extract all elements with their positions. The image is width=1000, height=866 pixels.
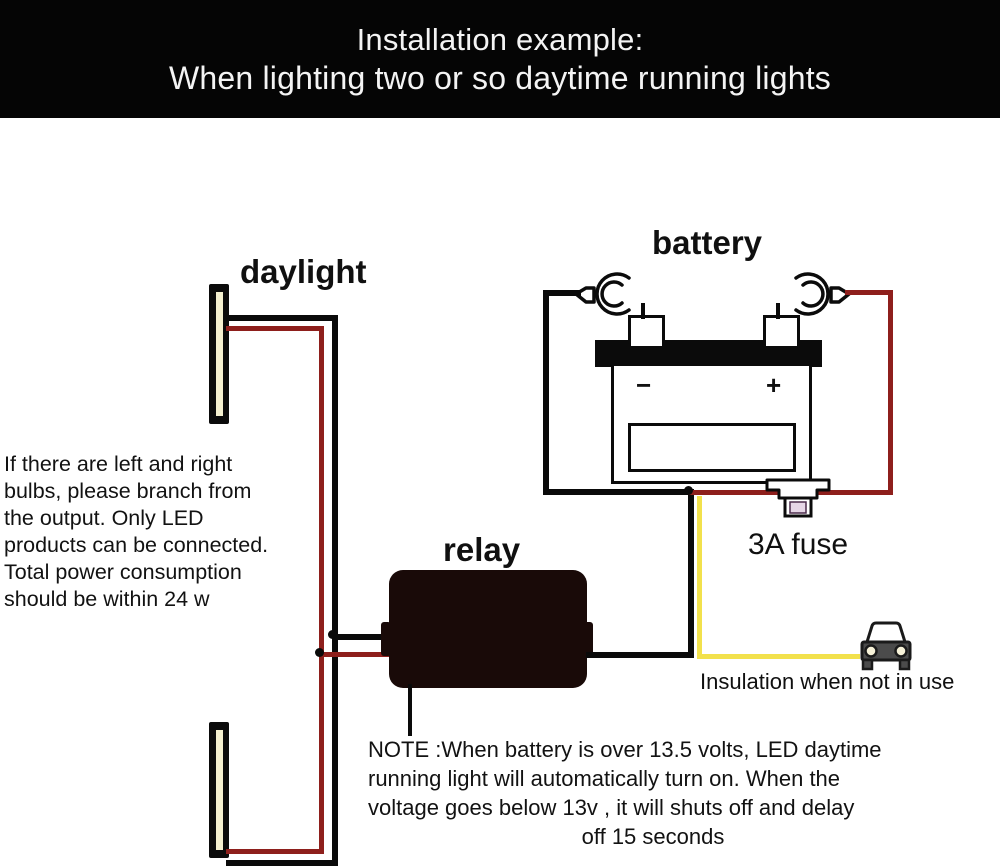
relay-module[interactable] <box>389 570 587 688</box>
wire-black-positive-post-stub <box>776 303 780 319</box>
wire-black-relay-output-horizontal <box>586 652 694 658</box>
battery-assembly: − + <box>0 118 1000 858</box>
wire-yellow-horizontal <box>697 654 860 659</box>
left-instruction-note: If there are left and right bulbs, pleas… <box>4 451 324 613</box>
relay-note-leader-line <box>408 684 412 736</box>
insulation-label: Insulation when not in use <box>700 669 955 694</box>
junction-dot-black <box>328 630 337 639</box>
bottom-note-line-3: voltage goes below 13v , it will shuts o… <box>368 795 855 820</box>
battery-negative-post <box>628 315 665 349</box>
daylight-led-strip-bottom <box>209 722 229 858</box>
wire-red-battery-pos-vertical <box>888 290 893 493</box>
battery-inner-panel <box>628 423 796 472</box>
wire-black-battery-neg-bottom <box>543 489 694 495</box>
battery-positive-sign: + <box>766 370 782 400</box>
wire-red-bottom-led-horizontal <box>226 849 324 854</box>
wire-black-battery-neg-vertical <box>543 290 549 492</box>
daylight-label: daylight <box>240 253 367 290</box>
wire-black-top-led-horizontal <box>226 315 338 321</box>
led-core <box>215 730 223 850</box>
left-note-line-4: products can be connected. <box>4 533 269 557</box>
ring-terminal-icon-positive <box>785 268 853 322</box>
bottom-note: NOTE :When battery is over 13.5 volts, L… <box>368 735 938 851</box>
wire-black-relay-output-vertical <box>688 492 694 655</box>
left-note-line-6: should be within 24 w <box>4 587 210 611</box>
relay-left-tab <box>381 622 391 656</box>
left-note-line-5: Total power consumption <box>4 560 242 584</box>
wire-black-left-vertical <box>332 315 338 658</box>
bottom-note-line-2: running light will automatically turn on… <box>368 766 841 791</box>
left-note-line-2: bulbs, please branch from <box>4 479 252 503</box>
header-title-line1: Installation example: <box>356 22 644 57</box>
car-front-icon <box>850 618 922 674</box>
battery-label: battery <box>652 224 763 261</box>
ring-terminal-icon-negative <box>572 268 640 322</box>
relay-label: relay <box>443 531 521 568</box>
daylight-led-strip-top <box>209 284 229 424</box>
bottom-note-line-1: NOTE :When battery is over 13.5 volts, L… <box>368 737 882 762</box>
wire-black-battery-neg-top <box>543 290 581 296</box>
header-title-line2: When lighting two or so daytime running … <box>169 60 831 96</box>
junction-dot-battery-feed <box>684 486 693 495</box>
diagram-canvas: daylight battery relay 3A fuse Insulatio… <box>0 118 1000 866</box>
wire-yellow-vertical <box>697 496 702 656</box>
wire-red-into-relay <box>319 652 404 657</box>
wire-black-left-vertical-lower <box>332 658 338 863</box>
fuse-label: 3A fuse <box>748 528 849 561</box>
battery-negative-sign: − <box>636 370 652 400</box>
wire-red-top-led-horizontal <box>226 326 324 331</box>
bottom-note-line-4: off 15 seconds <box>581 824 725 849</box>
wire-black-into-relay <box>332 634 394 640</box>
wire-red-battery-pos-top <box>845 290 893 295</box>
left-note-line-1: If there are left and right <box>4 452 233 476</box>
led-core <box>215 292 223 416</box>
wire-red-left-vertical <box>319 326 324 675</box>
header-banner: Installation example: When lighting two … <box>0 0 1000 118</box>
left-note-line-3: the output. Only LED <box>4 506 204 530</box>
relay-right-tab <box>583 622 593 656</box>
junction-dot-red <box>315 648 324 657</box>
battery-positive-post <box>763 315 800 349</box>
wire-black-bottom-led-horizontal <box>226 860 338 866</box>
fuse-holder-icon <box>761 476 835 524</box>
wire-black-negative-post-stub <box>641 303 645 319</box>
wire-red-left-vertical-lower <box>319 675 324 852</box>
